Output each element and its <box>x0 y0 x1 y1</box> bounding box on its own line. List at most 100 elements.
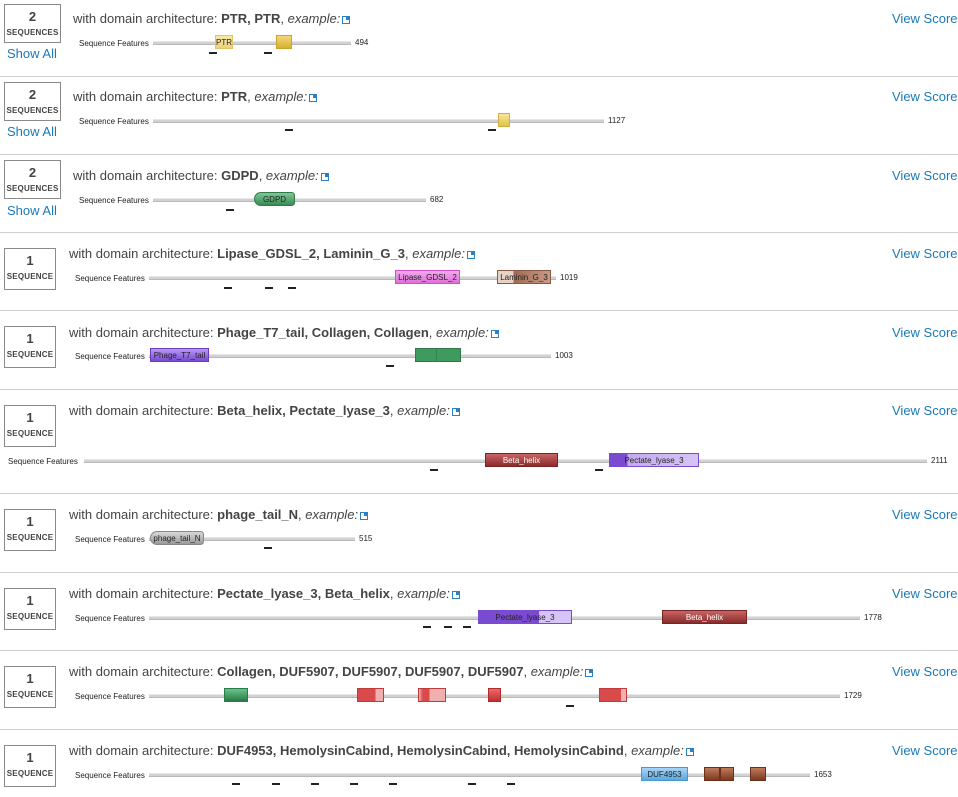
domain-laminin-g-3[interactable]: Laminin_G_3 <box>497 270 551 284</box>
domain-ptr[interactable]: PTR <box>215 35 233 49</box>
architecture-domains: Lipase_GDSL_2, Laminin_G_3 <box>217 246 405 261</box>
domain-phage-tail-n[interactable]: phage_tail_N <box>150 531 204 545</box>
domain-duf5907[interactable] <box>488 688 501 702</box>
example-link[interactable]: example: <box>412 246 465 261</box>
domain-hemolysincabind[interactable] <box>750 767 766 781</box>
domain-ptr[interactable] <box>498 113 510 127</box>
example-link[interactable]: example: <box>254 89 308 104</box>
external-link-icon[interactable] <box>360 512 369 520</box>
domain-duf4953[interactable]: DUF4953 <box>641 767 688 781</box>
domain-phage-t7-tail[interactable]: Phage_T7_tail <box>150 348 209 362</box>
sequence-length: 1653 <box>814 770 832 779</box>
sequence-features-label: Sequence Features <box>75 771 145 780</box>
feature-marker <box>264 547 272 549</box>
sequence-line[interactable] <box>149 537 355 541</box>
sequence-count-box: 1 SEQUENCE <box>4 405 56 447</box>
domain-pectate-lyase-3[interactable]: Pectate_lyase_3 <box>478 610 572 624</box>
domain-ptr[interactable] <box>276 35 292 49</box>
external-link-icon[interactable] <box>451 591 460 599</box>
sequence-features-label: Sequence Features <box>75 535 145 544</box>
domain-collagen[interactable] <box>415 348 461 362</box>
architecture-domains: PTR, PTR <box>221 11 281 26</box>
sequence-count: 1 <box>26 671 34 686</box>
sequence-line[interactable] <box>149 354 551 358</box>
external-link-icon[interactable] <box>451 408 460 416</box>
architecture-description: with domain architecture: Collagen, DUF5… <box>69 664 594 679</box>
sequence-features-label: Sequence Features <box>75 692 145 701</box>
feature-marker <box>288 287 296 289</box>
domain-beta-helix[interactable]: Beta_helix <box>662 610 747 624</box>
sequence-unit: SEQUENCE <box>6 533 54 542</box>
example-link[interactable]: example: <box>631 743 684 758</box>
domain-duf5907[interactable] <box>599 688 627 702</box>
feature-marker <box>595 469 603 471</box>
domain-duf5907[interactable] <box>357 688 384 702</box>
view-scores-link[interactable]: View Scores <box>892 664 958 679</box>
domain-hemolysincabind[interactable] <box>720 767 734 781</box>
example-link[interactable]: example: <box>530 664 584 679</box>
view-scores-link[interactable]: View Scores <box>892 403 958 418</box>
view-scores-link[interactable]: View Scores <box>892 246 958 261</box>
example-link[interactable]: example: <box>397 586 450 601</box>
external-link-icon[interactable] <box>466 251 475 259</box>
sequence-length: 2111 <box>931 456 948 465</box>
view-scores-link[interactable]: View Scores <box>892 11 958 26</box>
external-link-icon[interactable] <box>490 330 499 338</box>
domain-duf5907[interactable] <box>418 688 446 702</box>
external-link-icon[interactable] <box>342 16 351 24</box>
architecture-domains: Beta_helix, Pectate_lyase_3 <box>217 403 390 418</box>
sequence-count: 2 <box>28 9 37 24</box>
architecture-domains: Phage_T7_tail, Collagen, Collagen <box>217 325 429 340</box>
row-separator <box>0 389 958 390</box>
feature-marker <box>265 287 273 289</box>
sequence-count: 1 <box>26 750 34 765</box>
show-all-link[interactable]: Show All <box>7 203 57 218</box>
example-link[interactable]: example: <box>265 168 319 183</box>
domain-lipase-gdsl-2[interactable]: Lipase_GDSL_2 <box>395 270 460 284</box>
sequence-line[interactable] <box>149 276 556 280</box>
row-separator <box>0 76 958 77</box>
architecture-description: with domain architecture: PTR, example: <box>73 89 318 104</box>
sequence-length: 515 <box>359 534 373 543</box>
sequence-features-label: Sequence Features <box>79 196 149 205</box>
external-link-icon[interactable] <box>585 669 594 677</box>
example-link[interactable]: example: <box>305 507 359 522</box>
sequence-count: 2 <box>28 165 37 180</box>
sequence-line[interactable] <box>149 773 810 777</box>
architecture-description: with domain architecture: GDPD, example: <box>73 168 329 183</box>
view-scores-link[interactable]: View Scores <box>892 325 958 340</box>
sequence-line[interactable] <box>153 41 351 45</box>
architecture-domains: Collagen, DUF5907, DUF5907, DUF5907, DUF… <box>217 664 524 679</box>
feature-marker <box>389 783 397 785</box>
example-link[interactable]: example: <box>397 403 450 418</box>
domain-pectate-lyase-3[interactable]: Pectate_lyase_3 <box>609 453 699 467</box>
feature-marker <box>311 783 319 785</box>
sequence-features-label: Sequence Features <box>79 117 149 126</box>
domain-hemolysincabind[interactable] <box>704 767 720 781</box>
feature-marker <box>264 52 272 54</box>
external-link-icon[interactable] <box>320 173 329 181</box>
feature-marker <box>430 469 438 471</box>
external-link-icon[interactable] <box>309 94 318 102</box>
view-scores-link[interactable]: View Scores <box>892 507 958 522</box>
architecture-domains: PTR <box>221 89 248 104</box>
sequence-unit: SEQUENCES <box>6 106 59 115</box>
view-scores-link[interactable]: View Scores <box>892 586 958 601</box>
view-scores-link[interactable]: View Scores <box>892 89 958 104</box>
domain-beta-helix[interactable]: Beta_helix <box>485 453 558 467</box>
external-link-icon[interactable] <box>685 748 694 756</box>
sequence-line[interactable] <box>153 119 604 123</box>
show-all-link[interactable]: Show All <box>7 124 57 139</box>
example-link[interactable]: example: <box>436 325 489 340</box>
sequence-length: 1127 <box>608 116 626 125</box>
sequence-unit: SEQUENCES <box>6 28 59 37</box>
show-all-link[interactable]: Show All <box>7 46 57 61</box>
view-scores-link[interactable]: View Scores <box>892 168 958 183</box>
domain-collagen[interactable] <box>224 688 248 702</box>
example-link[interactable]: example: <box>287 11 341 26</box>
sequence-length: 1729 <box>844 691 862 700</box>
domain-gdpd[interactable]: GDPD <box>254 192 295 206</box>
view-scores-link[interactable]: View Scores <box>892 743 958 758</box>
sequence-length: 1778 <box>864 613 882 622</box>
row-separator <box>0 729 958 730</box>
